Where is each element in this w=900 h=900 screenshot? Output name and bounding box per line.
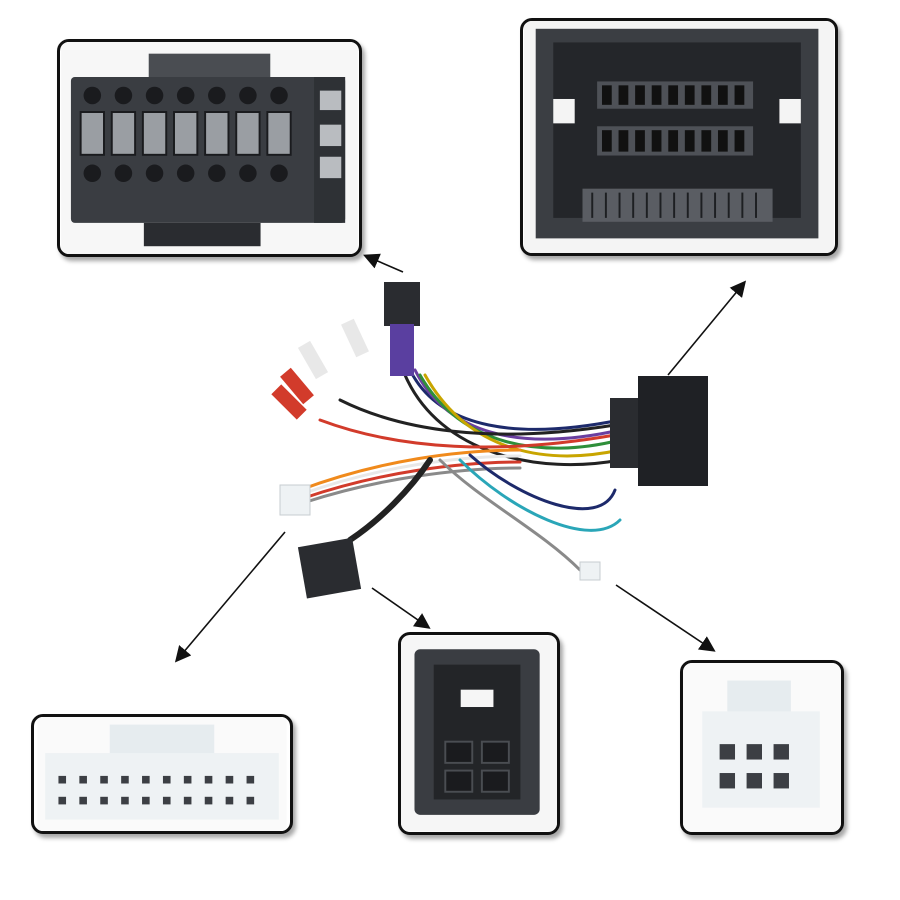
inset-white-20-pin-connector bbox=[31, 714, 293, 834]
connector-icon bbox=[37, 717, 287, 831]
wiring-harness bbox=[260, 280, 720, 610]
connector-icon bbox=[524, 21, 834, 253]
connector-icon bbox=[401, 635, 557, 832]
arrow-to-top-left bbox=[363, 253, 404, 273]
inset-black-antenna-connector bbox=[398, 632, 560, 835]
inset-white-small-connector bbox=[680, 660, 844, 835]
inset-black-16-pin-connector bbox=[57, 39, 362, 257]
wiring-harness-icon bbox=[271, 282, 708, 599]
connector-icon bbox=[61, 42, 358, 254]
inset-black-car-side-connector bbox=[520, 18, 838, 256]
connector-icon bbox=[683, 663, 841, 832]
